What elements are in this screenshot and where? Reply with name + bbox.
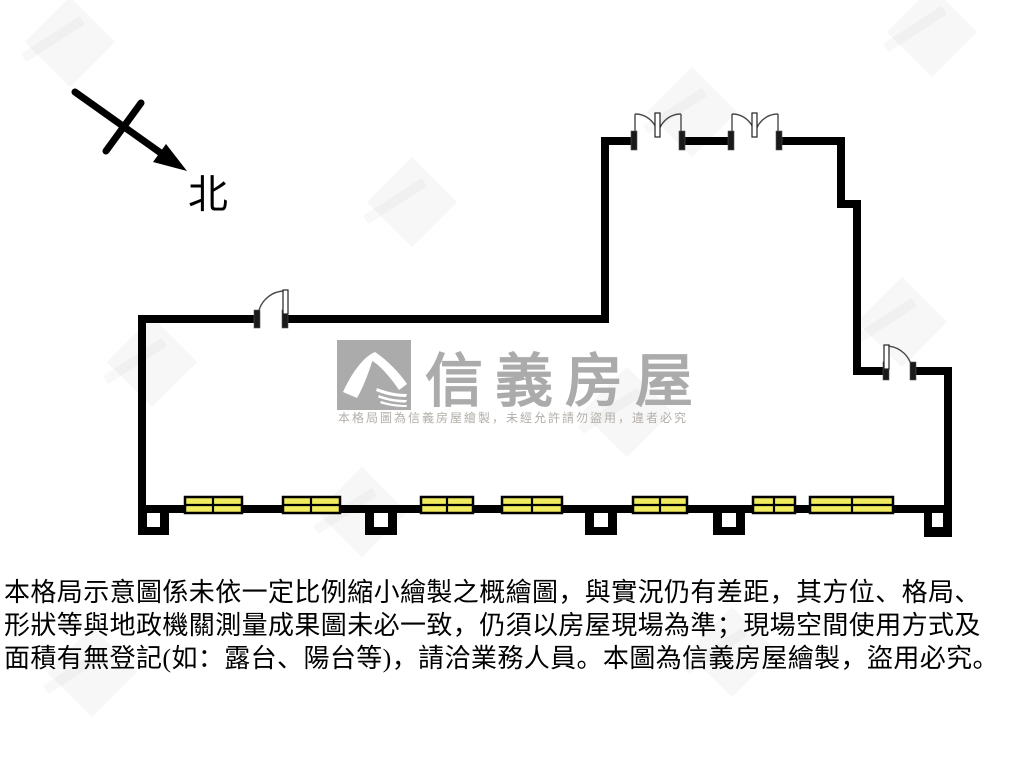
disclaimer-line-2: 形狀等與地政機關測量成果圖未必一致，仍須以房屋現場為準；現場空間使用方式及 bbox=[4, 611, 981, 640]
disclaimer-line-3: 面積有無登記(如：露台、陽台等)，請洽業務人員。本圖為信義房屋繪製，盜用必究。 bbox=[4, 644, 999, 673]
north-arrow-icon bbox=[71, 88, 187, 171]
brand-logo-icon bbox=[337, 340, 411, 410]
double-door-icon bbox=[727, 112, 783, 151]
pillar bbox=[585, 505, 617, 535]
window-strip bbox=[183, 495, 895, 515]
pillar bbox=[365, 505, 397, 535]
single-door-icon bbox=[253, 289, 289, 329]
floorplan-drawing bbox=[138, 112, 952, 537]
brand-caption: 本格局圖為信義房屋繪製，未經允許請勿盜用，違者必究 bbox=[338, 411, 689, 425]
brand-name: 信義房屋 bbox=[425, 349, 706, 414]
pillar bbox=[138, 505, 169, 535]
north-label: 北 bbox=[188, 172, 228, 217]
double-door-icon bbox=[630, 112, 686, 151]
disclaimer-text: 本格局示意圖係未依一定比例縮小繪製之概繪圖，與實況仍有差距，其方位、格局、 形狀… bbox=[4, 576, 1020, 675]
single-door-icon bbox=[882, 344, 917, 381]
pillar bbox=[713, 505, 745, 535]
pillar bbox=[924, 505, 952, 537]
disclaimer-line-1: 本格局示意圖係未依一定比例縮小繪製之概繪圖，與實況仍有差距，其方位、格局、 bbox=[4, 578, 981, 607]
